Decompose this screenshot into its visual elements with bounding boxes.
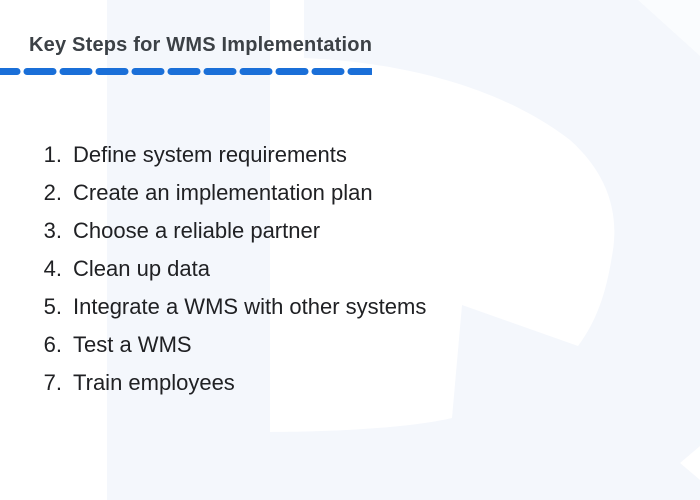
list-item-number: 4. xyxy=(43,256,62,281)
steps-list: 1. Define system requirements 2. Create … xyxy=(40,136,427,402)
list-item: 4. Clean up data xyxy=(40,250,426,288)
list-item-number: 3. xyxy=(43,218,62,243)
list-item-text: Create an implementation plan xyxy=(73,180,373,205)
list-item-text: Train employees xyxy=(73,370,235,395)
list-item-number: 6. xyxy=(43,332,62,357)
list-item-text: Define system requirements xyxy=(73,142,347,167)
list-item-number: 7. xyxy=(43,370,62,395)
list-item: 2. Create an implementation plan xyxy=(40,174,426,212)
list-item: 7. Train employees xyxy=(40,364,426,402)
list-item-text: Test a WMS xyxy=(73,332,192,357)
list-item-number: 1. xyxy=(43,142,62,167)
list-item: 3. Choose a reliable partner xyxy=(40,212,426,250)
list-item: 6. Test a WMS xyxy=(40,326,426,364)
list-item: 5. Integrate a WMS with other systems xyxy=(40,288,427,326)
list-item-number: 5. xyxy=(43,294,62,319)
list-item-text: Choose a reliable partner xyxy=(73,218,321,243)
list-item-number: 2. xyxy=(43,180,62,205)
dashed-divider xyxy=(0,68,372,75)
list-item: 1. Define system requirements xyxy=(40,136,426,174)
list-item-text: Clean up data xyxy=(73,256,210,281)
page-title: Key Steps for WMS Implementation xyxy=(29,34,373,56)
list-item-text: Integrate a WMS with other systems xyxy=(73,294,427,319)
